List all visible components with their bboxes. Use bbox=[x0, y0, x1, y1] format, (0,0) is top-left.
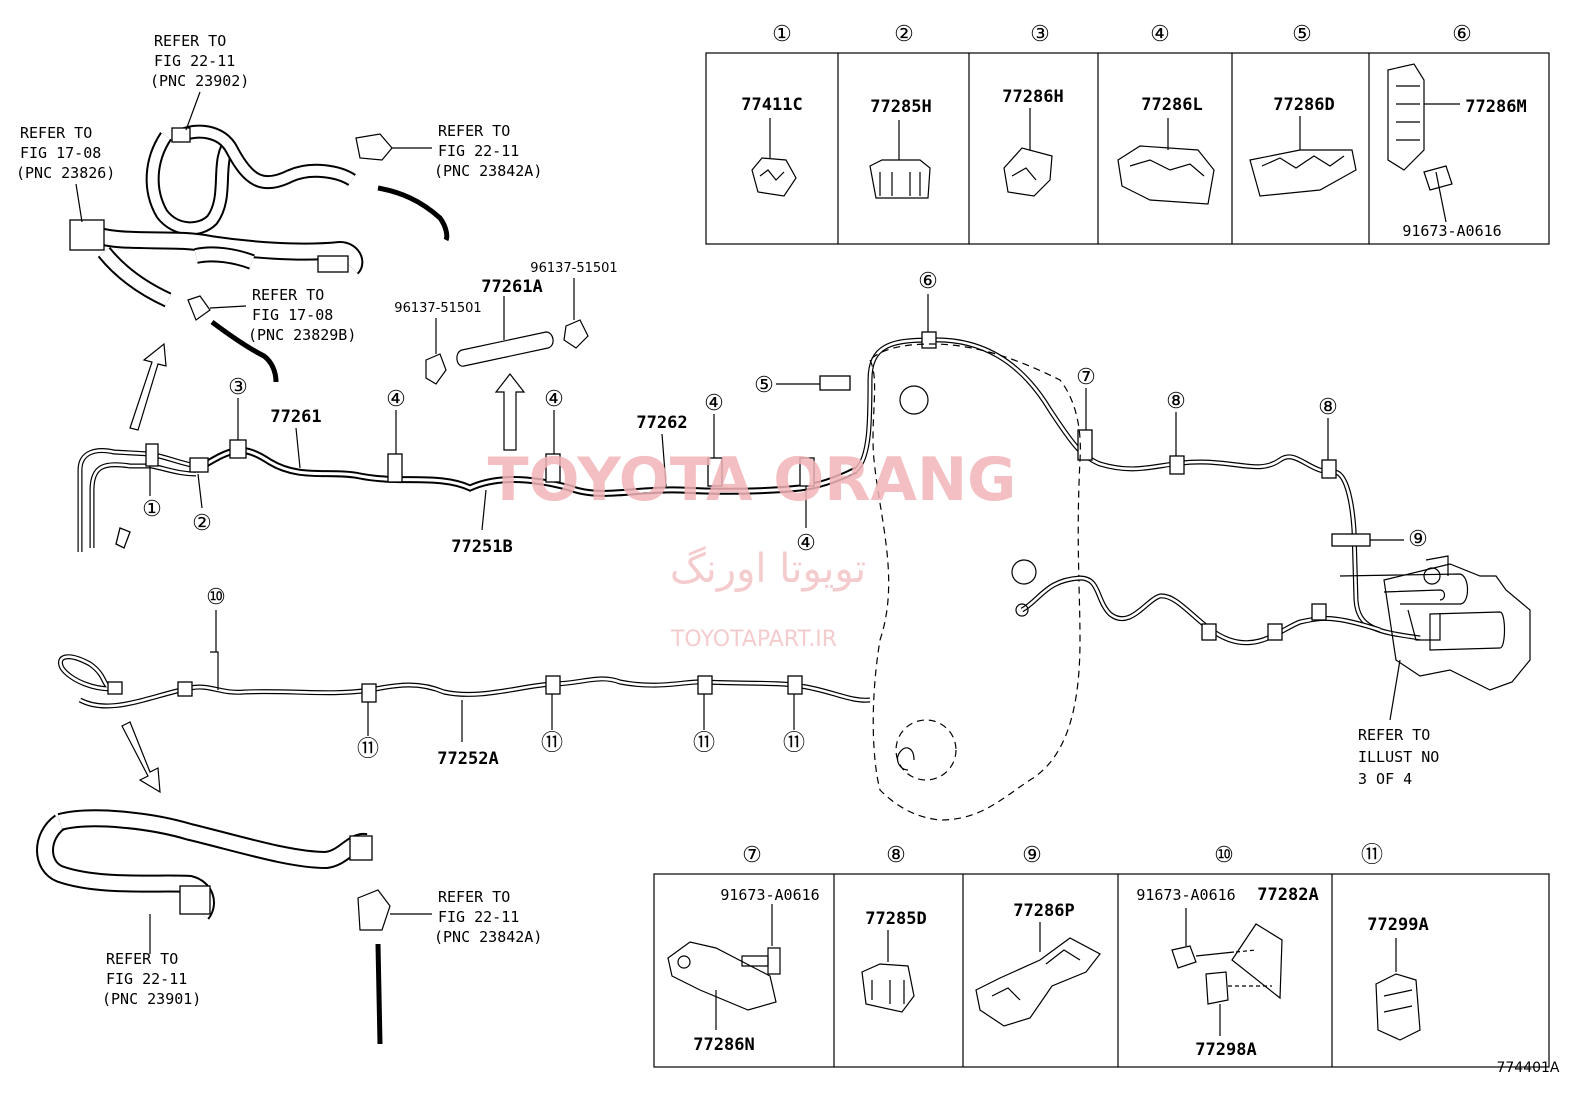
callout-4c: ④ bbox=[704, 391, 724, 416]
top-parts-table: ① ② ③ ④ ⑤ ⑥ 77411C 77285H 77286H 77286L … bbox=[705, 22, 1550, 245]
fuel-tank-outline bbox=[869, 343, 1381, 821]
callout-11c: ⑪ bbox=[693, 731, 715, 756]
bottom-col-no-11: ⑪ bbox=[1361, 843, 1383, 868]
top-col-no-3: ③ bbox=[1030, 22, 1050, 47]
bracket-77286M-icon bbox=[1387, 63, 1460, 223]
callout-11a: ⑪ bbox=[357, 737, 379, 762]
refer-pnc-23842A-bottom: REFER TO FIG 22-11 (PNC 23842A) bbox=[434, 888, 542, 946]
bracket-77286P-icon bbox=[975, 922, 1101, 1027]
callout-6: ⑥ bbox=[918, 269, 938, 294]
callout-7: ⑦ bbox=[1076, 365, 1096, 390]
callout-10: ⑩ bbox=[206, 585, 226, 610]
callout-2: ② bbox=[192, 511, 212, 536]
part-77285H: 77285H bbox=[870, 97, 931, 117]
clip-top-right-ref bbox=[355, 133, 450, 242]
part-77261: 77261 bbox=[270, 407, 321, 427]
bottom-col-no-7: ⑦ bbox=[742, 843, 762, 868]
bracket-77286N-icon bbox=[667, 904, 781, 1030]
callout-9: ⑨ bbox=[1408, 527, 1428, 552]
refer-pnc-23901: REFER TO FIG 22-11 (PNC 23901) bbox=[102, 950, 201, 1008]
tube-77261A bbox=[425, 278, 589, 385]
clip-77286H-icon bbox=[1003, 108, 1053, 197]
callout-4a: ④ bbox=[386, 387, 406, 412]
refer-labels: REFER TO FIG 22-11 (PNC 23902) REFER TO … bbox=[16, 32, 1448, 1008]
part-91673-A0616-b7: 91673-A0616 bbox=[720, 886, 819, 904]
part-77286P: 77286P bbox=[1013, 901, 1074, 921]
watermark: TOYOTA ORANG تویوتا اورنگ TOYOTAPART.IR bbox=[488, 445, 1017, 652]
clip-77286L-icon bbox=[1117, 118, 1215, 205]
refer-pnc-23829B: REFER TO FIG 17-08 (PNC 23829B) bbox=[248, 286, 356, 344]
part-77298A: 77298A bbox=[1195, 1040, 1256, 1060]
bracket-77282A-icon bbox=[1171, 908, 1283, 1036]
refer-pnc-23902: REFER TO FIG 22-11 (PNC 23902) bbox=[150, 32, 249, 90]
watermark-site: TOYOTAPART.IR bbox=[670, 627, 837, 652]
small-hose-ref bbox=[187, 295, 279, 383]
callout-11d: ⑪ bbox=[783, 731, 805, 756]
clip-77411C-icon bbox=[751, 118, 797, 197]
up-arrow-center bbox=[494, 373, 526, 451]
part-77299A: 77299A bbox=[1367, 915, 1428, 935]
lower-fuel-line bbox=[58, 651, 871, 709]
part-96137-51501-left: 96137-51501 bbox=[394, 301, 481, 316]
part-91673-A0616-b10: 91673-A0616 bbox=[1136, 886, 1235, 904]
callout-1: ① bbox=[142, 497, 162, 522]
callout-3: ③ bbox=[228, 375, 248, 400]
part-77286M: 77286M bbox=[1465, 97, 1526, 117]
main-fuel-line bbox=[77, 331, 1421, 641]
bottom-col-no-10: ⑩ bbox=[1214, 843, 1234, 868]
bottom-col-no-9: ⑨ bbox=[1022, 843, 1042, 868]
clip-77285D-icon bbox=[861, 930, 915, 1013]
top-col-no-4: ④ bbox=[1150, 22, 1170, 47]
lower-hose-assembly bbox=[36, 809, 432, 1045]
clip-77299A-icon bbox=[1375, 938, 1421, 1041]
callout-11b: ⑪ bbox=[541, 731, 563, 756]
watermark-brand-en: TOYOTA ORANG bbox=[488, 445, 1017, 515]
clip-77286D-icon bbox=[1249, 116, 1357, 197]
bottom-parts-table: ⑦ ⑧ ⑨ ⑩ ⑪ 91673-A0616 77286N 77285D 7728… bbox=[653, 843, 1550, 1068]
part-77262: 77262 bbox=[636, 413, 687, 433]
callout-5: ⑤ bbox=[754, 373, 774, 398]
part-77282A: 77282A bbox=[1257, 885, 1318, 905]
callout-8b: ⑧ bbox=[1318, 395, 1338, 420]
top-col-no-1: ① bbox=[772, 22, 792, 47]
part-91673-A0616-top: 91673-A0616 bbox=[1402, 222, 1501, 240]
top-col-no-2: ② bbox=[894, 22, 914, 47]
callout-4b: ④ bbox=[544, 387, 564, 412]
down-arrow-left bbox=[121, 721, 161, 794]
rear-bracket-assembly bbox=[1339, 555, 1531, 721]
part-77286H: 77286H bbox=[1002, 87, 1063, 107]
figure-code: 774401A bbox=[1496, 1060, 1559, 1076]
callout-4d: ④ bbox=[796, 531, 816, 556]
top-col-no-6: ⑥ bbox=[1452, 22, 1472, 47]
top-col-no-5: ⑤ bbox=[1292, 22, 1312, 47]
refer-illust-3-of-4: REFER TO ILLUST NO 3 OF 4 bbox=[1358, 726, 1448, 788]
callouts: ① ② ③ ④ ④ ④ ④ ⑤ ⑥ ⑦ ⑧ ⑧ ⑨ ⑩ ⑪ ⑪ ⑪ ⑪ bbox=[142, 269, 1428, 762]
upper-hose-assembly bbox=[69, 124, 364, 308]
part-77261A: 77261A bbox=[481, 277, 542, 297]
callout-8a: ⑧ bbox=[1166, 389, 1186, 414]
part-96137-51501-right: 96137-51501 bbox=[530, 261, 617, 276]
part-77286N: 77286N bbox=[693, 1035, 754, 1055]
part-77252A: 77252A bbox=[437, 749, 498, 769]
watermark-brand-fa: تویوتا اورنگ bbox=[670, 546, 866, 592]
part-labels: 77261 77262 77251B 77252A 77261A 96137-5… bbox=[270, 261, 1560, 1076]
part-77286D: 77286D bbox=[1273, 95, 1334, 115]
part-77411C: 77411C bbox=[741, 95, 802, 115]
part-77285D: 77285D bbox=[865, 909, 926, 929]
part-77286L: 77286L bbox=[1141, 95, 1202, 115]
up-arrow-left bbox=[129, 342, 167, 431]
refer-pnc-23842A-top: REFER TO FIG 22-11 (PNC 23842A) bbox=[434, 122, 542, 180]
bottom-col-no-8: ⑧ bbox=[886, 843, 906, 868]
clip-77285H-icon bbox=[869, 120, 931, 199]
part-77251B: 77251B bbox=[451, 537, 512, 557]
refer-pnc-23826: REFER TO FIG 17-08 (PNC 23826) bbox=[16, 124, 115, 182]
